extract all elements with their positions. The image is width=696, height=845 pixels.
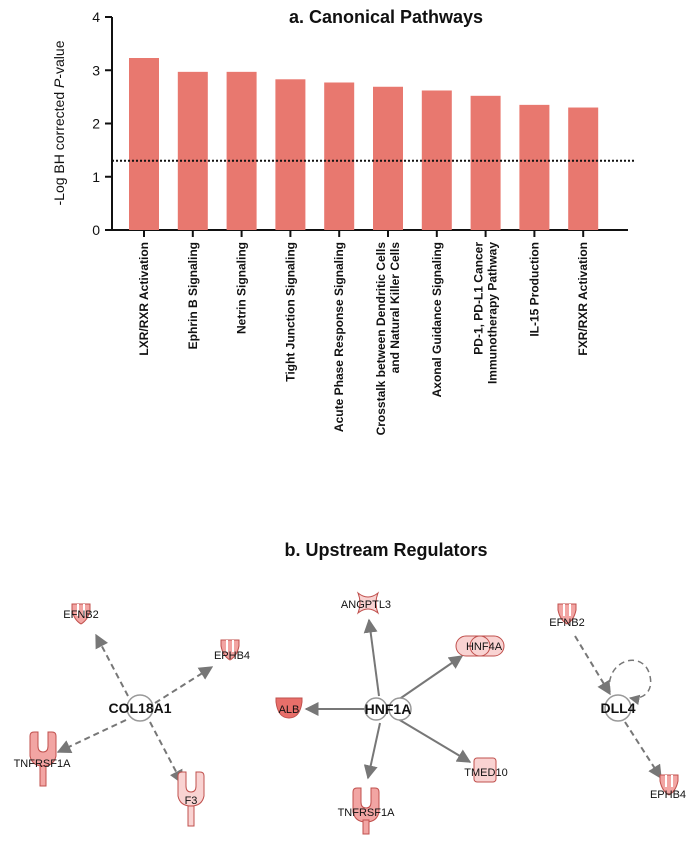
edge-hnf1a-angptl3 xyxy=(363,618,380,697)
ephb4-2-label: EPHB4 xyxy=(650,789,686,801)
edge-efnb2-dll4 xyxy=(574,635,611,696)
edge-hnf1a-tmed10 xyxy=(397,718,472,763)
network-dll4: EFNB2 EPHB4 DLL4 xyxy=(549,603,686,801)
hnf1a-label: HNF1A xyxy=(365,701,412,717)
f3-node xyxy=(177,771,205,827)
bar xyxy=(568,107,599,230)
x-tick-label: PD-1, PD-L1 CancerImmunotherapy Pathway xyxy=(472,242,500,384)
x-tick-label: Crosstalk between Dendritic Cellsand Nat… xyxy=(374,242,402,436)
network-title: b. Upstream Regulators xyxy=(284,540,487,560)
f3-label: F3 xyxy=(185,795,198,807)
edge-col18a1-efnb2 xyxy=(95,633,129,697)
efnb2-label: EFNB2 xyxy=(63,609,98,621)
tmed10-node xyxy=(473,757,497,783)
dll4-hub xyxy=(604,694,632,722)
chart-title: a. Canonical Pathways xyxy=(289,7,483,27)
x-tick-label: IL-15 Production xyxy=(527,242,541,337)
angptl3-node xyxy=(356,591,380,615)
x-tick-label: Netrin Signaling xyxy=(235,242,249,334)
bar xyxy=(519,104,550,230)
network-col18a1: EFNB2 EPHB4 TNFRSF1A F3 COL18A1 xyxy=(14,603,250,827)
category-labels: LXR/RXR Activation Ephrin B Signaling Netr… xyxy=(137,230,590,435)
col18a1-label: COL18A1 xyxy=(108,700,171,716)
tnfrsf1a-2-node xyxy=(352,787,380,835)
bar xyxy=(129,58,159,230)
bar xyxy=(275,79,306,231)
col18a1-hub xyxy=(126,694,154,722)
efnb2-2-label: EFNB2 xyxy=(549,617,584,629)
x-tick-label: Acute Phase Response Signaling xyxy=(332,242,346,432)
y-tick-label: 3 xyxy=(92,62,100,78)
y-tick-label: 2 xyxy=(92,116,100,132)
tmed10-label: TMED10 xyxy=(464,767,507,779)
edge-hnf1a-tnfrsf1a xyxy=(363,722,381,780)
y-tick-label: 1 xyxy=(92,169,100,185)
dll4-label: DLL4 xyxy=(601,700,636,716)
bar xyxy=(373,86,403,230)
angptl3-label: ANGPTL3 xyxy=(341,599,391,611)
y-tick-label: 4 xyxy=(92,9,100,25)
x-tick-label: Axonal Guidance Signaling xyxy=(430,242,444,397)
efnb2-node xyxy=(71,603,91,625)
edge-col18a1-f3 xyxy=(149,721,183,785)
bars xyxy=(129,58,599,231)
ephb4-2-node xyxy=(659,774,679,796)
y-axis: 0 1 2 3 4 xyxy=(92,9,112,238)
efnb2-2-node xyxy=(557,603,577,625)
bar xyxy=(177,71,208,230)
hnf4a-node xyxy=(455,635,505,657)
y-tick-label: 0 xyxy=(92,222,100,238)
hnf1a-hub xyxy=(364,697,412,721)
tnfrsf1a-2-label: TNFRSF1A xyxy=(338,807,396,819)
ephb4-node xyxy=(220,639,240,661)
edge-dll4-ephb4 xyxy=(624,721,662,780)
x-tick-label: Ephrin B Signaling xyxy=(186,242,200,349)
bar xyxy=(226,71,257,230)
edge-col18a1-tnfrsf1a xyxy=(56,719,127,753)
tnfrsf1a-label: TNFRSF1A xyxy=(14,758,72,770)
alb-node xyxy=(275,697,303,719)
ephb4-label: EPHB4 xyxy=(214,650,250,662)
edge-col18a1-ephb4 xyxy=(154,666,214,704)
bar xyxy=(470,95,501,230)
y-axis-label: -Log BH corrected P-value xyxy=(51,40,67,205)
tnfrsf1a-node xyxy=(29,731,57,787)
x-tick-label: FXR/RXR Activation xyxy=(576,242,590,356)
bar xyxy=(324,82,355,230)
x-tick-label: LXR/RXR Activation xyxy=(137,242,151,356)
edge-dll4-self xyxy=(608,659,652,705)
edge-hnf1a-hnf4a xyxy=(397,655,464,701)
x-tick-label: Tight Junction Signaling xyxy=(283,242,297,382)
alb-label: ALB xyxy=(279,704,300,716)
network-hnf1a: ANGPTL3 HNF4A ALB TMED10 TNFRSF1A HNF1A xyxy=(275,591,508,835)
hnf4a-label: HNF4A xyxy=(466,641,503,653)
